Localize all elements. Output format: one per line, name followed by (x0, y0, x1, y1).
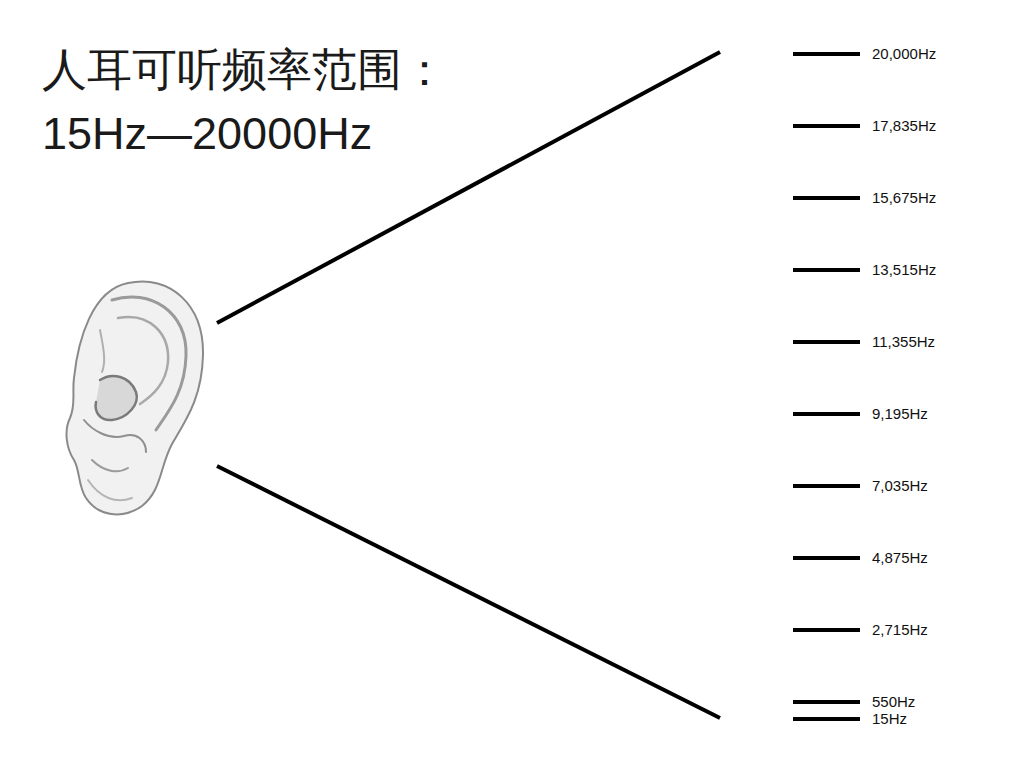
chart-title: 人耳可听频率范围： 15Hz—20000Hz (42, 38, 562, 166)
scale-ticks (793, 54, 860, 719)
frequency-label: 11,355Hz (872, 334, 935, 350)
frequency-label: 7,035Hz (872, 478, 928, 494)
frequency-label: 15Hz (872, 711, 907, 727)
frequency-label: 17,835Hz (872, 118, 936, 134)
frequency-label: 2,715Hz (872, 622, 928, 638)
frequency-label: 9,195Hz (872, 406, 928, 422)
lower-spread-line (217, 466, 720, 718)
ear-drawing (67, 281, 204, 514)
frequency-label: 4,875Hz (872, 550, 928, 566)
frequency-label: 20,000Hz (872, 46, 936, 62)
frequency-label: 550Hz (872, 694, 915, 710)
frequency-label: 15,675Hz (872, 190, 936, 206)
frequency-label: 13,515Hz (872, 262, 936, 278)
